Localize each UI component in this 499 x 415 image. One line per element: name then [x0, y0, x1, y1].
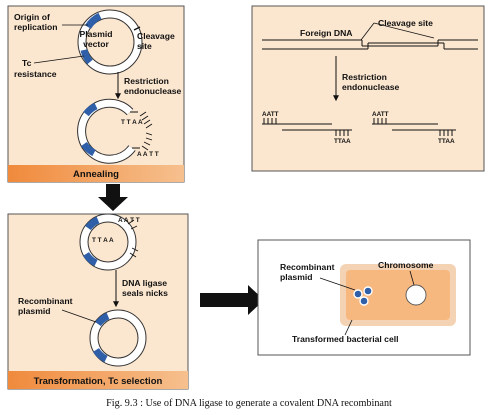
chromosome-pointer	[409, 270, 415, 286]
foreign-fragment-2	[372, 118, 456, 136]
transformed-cell-label: Transformed bacterial cell	[292, 334, 399, 344]
ligation-ttaa: T T A A	[92, 237, 114, 244]
origin-label-1: Origin of	[14, 12, 50, 22]
cell-recombinant-pointer	[319, 277, 356, 291]
restriction-label-1: Restriction	[124, 76, 169, 86]
transformed-cell-pointer	[344, 319, 353, 336]
foreign-dna-duplex	[262, 39, 478, 50]
recombinant-label-2: plasmid	[18, 306, 50, 316]
cleavage-mark	[133, 26, 141, 31]
cell-recombinant-label-2: plasmid	[280, 272, 312, 282]
cleavage-label-1: Cleavage	[137, 31, 175, 41]
plasmid-panel: Annealing Plasmid vector Origin of repli…	[7, 5, 185, 183]
plasmid-vector-label-1: Plasmid	[80, 29, 113, 39]
ligase-label-2: seals nicks	[122, 288, 168, 298]
sticky-ttaa: T T A A	[121, 119, 143, 126]
annealing-footer-bar	[8, 165, 184, 182]
sticky-aatt: A A T T	[137, 151, 159, 158]
cut-plasmid	[77, 98, 153, 164]
bacterium-panel: Recombinant plasmid Chromosome Transform…	[257, 239, 471, 356]
ligation-panel: Transformation, Tc selection A A T T T T…	[7, 213, 189, 390]
annealing-label: Annealing	[73, 169, 119, 180]
cleavage-pointer-2	[373, 22, 435, 39]
bacterial-cell	[346, 270, 450, 320]
plasmid-vector-label-2: vector	[83, 39, 109, 49]
transformation-arrow	[200, 285, 264, 315]
recombinant-plasmids-in-cell	[353, 286, 373, 306]
cleavage-label-2: site	[137, 41, 152, 51]
recombinant-pointer	[61, 309, 97, 323]
tc-label-2: resistance	[14, 69, 57, 79]
ttaa-label-2: TTAA	[438, 138, 455, 145]
foreign-dna-panel-box	[251, 5, 485, 172]
origin-label-2: replication	[14, 22, 57, 32]
ligation-aatt: A A T T	[118, 217, 140, 224]
annealing-to-ligation-arrow	[98, 184, 128, 211]
annealed-plasmid	[79, 213, 139, 271]
restriction-label-3: Restriction	[342, 72, 387, 82]
foreign-dna-panel: Foreign DNA Cleavage site Restriction en…	[251, 5, 485, 172]
aatt-label-1: AATT	[262, 111, 279, 118]
transformation-footer-bar	[8, 371, 188, 389]
chromosome-label: Chromosome	[378, 260, 434, 270]
transformation-label: Transformation, Tc selection	[34, 376, 163, 387]
tc-pointer	[33, 55, 85, 64]
cell-recombinant-label-1: Recombinant	[280, 262, 335, 272]
ttaa-label-1: TTAA	[334, 138, 351, 145]
cleavage-site-label: Cleavage site	[378, 18, 433, 28]
origin-segment	[84, 12, 102, 29]
tc-label-1: Tc	[22, 58, 32, 68]
plasmid-vector	[77, 9, 143, 75]
tc-segment	[80, 49, 93, 65]
recombinant-label-1: Recombinant	[18, 296, 73, 306]
cleavage-pointer-1	[360, 22, 375, 41]
restriction-label-2: endonuclease	[124, 86, 182, 96]
chromosome	[405, 284, 427, 306]
foreign-dna-label: Foreign DNA	[300, 28, 353, 38]
foreign-fragment-1	[262, 118, 352, 136]
recombinant-plasmid	[89, 309, 147, 367]
ligase-label-1: DNA ligase	[122, 278, 167, 288]
restriction-label-4: endonuclease	[342, 82, 400, 92]
figure-caption: Fig. 9.3 : Use of DNA ligase to generate…	[106, 398, 392, 409]
aatt-label-2: AATT	[372, 111, 389, 118]
